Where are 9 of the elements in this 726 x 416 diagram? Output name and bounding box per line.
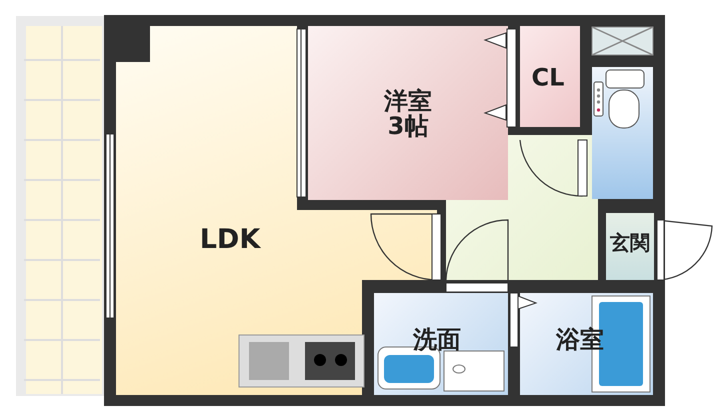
room-label: 玄関 [610,232,650,254]
room-area [606,213,654,280]
room-label: 洗面 [413,327,461,353]
room-label: 洋室 [384,88,432,114]
room-area [308,26,508,200]
room-area [520,26,580,127]
room-label: CL [532,65,564,91]
room-label: LDK [200,226,260,254]
room-label: 3帖 [388,114,428,140]
